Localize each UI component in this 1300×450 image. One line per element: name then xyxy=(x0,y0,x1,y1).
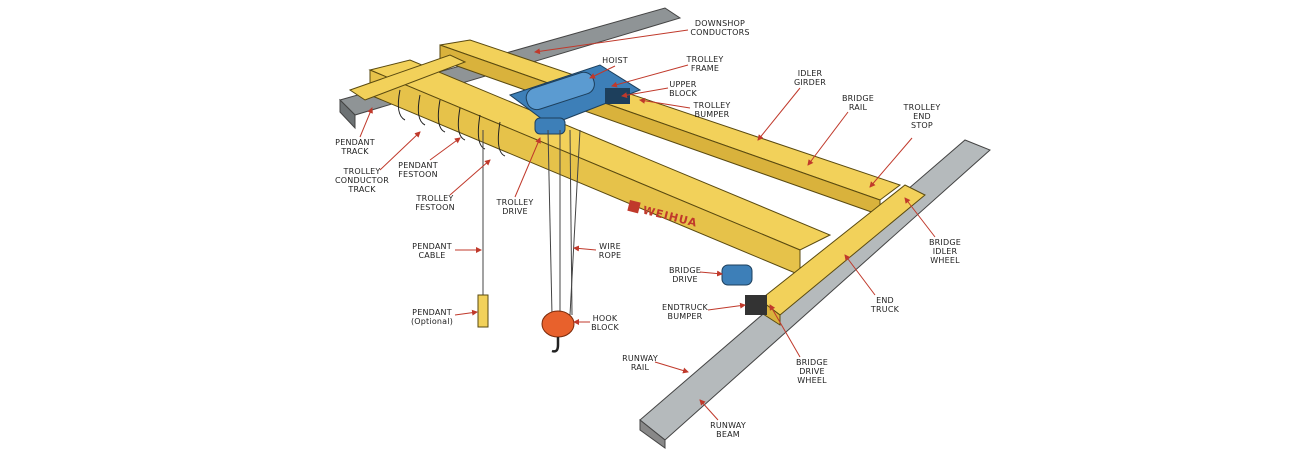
label-line: TRUCK xyxy=(870,305,900,314)
leader-lines xyxy=(359,29,936,421)
label-line: BUMPER xyxy=(667,312,703,321)
label-line: BLOCK xyxy=(669,89,697,98)
label-line: PENDANT xyxy=(335,138,375,147)
festoon xyxy=(397,89,506,157)
label-line: RUNWAY xyxy=(622,354,658,363)
label-line: WIRE xyxy=(599,242,621,251)
label-line: PENDANT xyxy=(398,161,438,170)
label-line: BLOCK xyxy=(591,323,619,332)
label-line: WHEEL xyxy=(930,256,960,265)
label-line: BRIDGE xyxy=(928,238,962,247)
label-line: HOOK xyxy=(592,314,618,323)
label-line: DRIVE xyxy=(502,207,528,216)
label-line: TROLLEY xyxy=(693,101,731,110)
label-line: ROPE xyxy=(598,251,622,260)
label-line: TROLLEY xyxy=(686,55,724,64)
label-line: BUMPER xyxy=(694,110,730,119)
label-hoist: HOIST xyxy=(602,56,628,65)
label-line: PENDANT xyxy=(412,242,452,251)
label-line: END xyxy=(913,112,931,121)
hook-block xyxy=(541,310,575,338)
label-line: CABLE xyxy=(418,251,446,260)
label-line: (Optional) xyxy=(410,317,454,326)
label-line: RUNWAY xyxy=(710,421,746,430)
label-line: HOIST xyxy=(602,56,628,65)
label-line: FESTOON xyxy=(415,203,455,212)
label-line: FESTOON xyxy=(398,170,438,179)
label-line: ENDTRUCK xyxy=(662,303,708,312)
label-line: GIRDER xyxy=(793,78,827,87)
label-pendant: PENDANT(Optional) xyxy=(411,308,453,326)
label-line: TRACK xyxy=(348,185,376,194)
label-line: BRIDGE xyxy=(668,266,702,275)
label-line: DRIVE xyxy=(672,275,698,284)
label-line: BRIDGE xyxy=(841,94,875,103)
end-truck-far xyxy=(348,54,467,101)
label-line: IDLER xyxy=(797,69,823,78)
pendant-control xyxy=(477,294,489,328)
brand-mark-icon xyxy=(627,200,641,214)
label-line: BEAM xyxy=(716,430,740,439)
label-line: CONDUCTORS xyxy=(690,28,750,37)
label-line: CONDUCTOR xyxy=(334,176,390,185)
label-line: FRAME xyxy=(690,64,720,73)
label-line: TRACK xyxy=(341,147,369,156)
label-line: PENDANT xyxy=(412,308,452,317)
label-line: TROLLEY xyxy=(416,194,454,203)
label-line: DRIVE xyxy=(799,367,825,376)
label-line: UPPER xyxy=(669,80,697,89)
bridge-drive-motor xyxy=(721,264,753,286)
label-line: TROLLEY xyxy=(496,198,534,207)
label-line: DOWNSHOP xyxy=(694,19,746,28)
label-line: RAIL xyxy=(630,363,650,372)
label-line: TROLLEY xyxy=(343,167,381,176)
label-line: END xyxy=(876,296,894,305)
label-line: STOP xyxy=(911,121,933,130)
label-line: BRIDGE xyxy=(795,358,829,367)
hoist-drum xyxy=(525,71,595,111)
label-line: TROLLEY xyxy=(903,103,941,112)
label-line: WHEEL xyxy=(797,376,827,385)
label-line: IDLER xyxy=(932,247,958,256)
label-line: RAIL xyxy=(848,103,868,112)
